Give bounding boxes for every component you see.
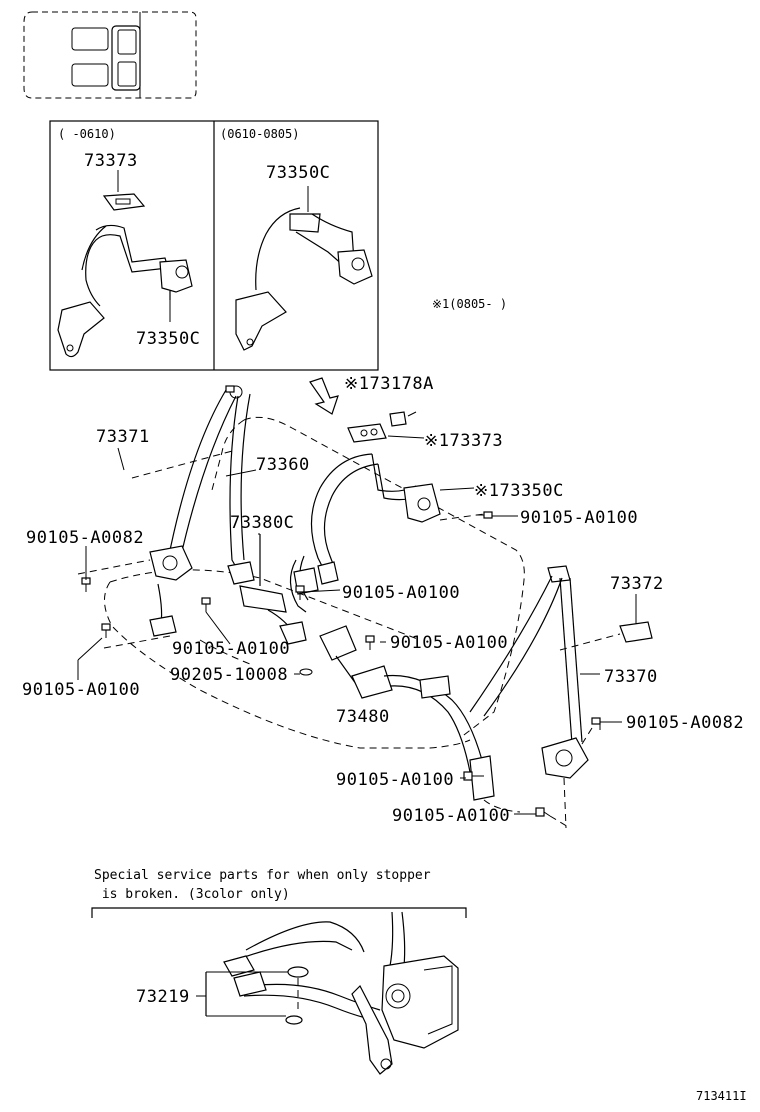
inset-box <box>49 120 379 371</box>
bolt-icon <box>295 585 305 600</box>
part-number-label: 73360 <box>256 455 310 475</box>
washer-icon <box>299 668 313 676</box>
date-range-label: ( -0610) <box>58 127 116 141</box>
part-number-label: 90105-A0100 <box>172 639 290 659</box>
part-number-label: 90205-10008 <box>170 665 288 685</box>
part-number-label: 90105-A0100 <box>392 806 510 826</box>
center-belt-assembly <box>289 555 495 801</box>
part-number-label: 73380C <box>230 513 294 533</box>
figure-id-label: 713411I <box>696 1089 747 1103</box>
part-labels: ( -0610) (0610-0805) 73373 73350C 73350C… <box>22 127 747 1103</box>
seat-outline <box>104 416 525 749</box>
part-number-label: 90105-A0100 <box>342 583 460 603</box>
part-number-label: 73372 <box>610 574 664 594</box>
part-number-label: 90105-A0100 <box>390 633 508 653</box>
part-number-label: 73480 <box>336 707 390 727</box>
bolt-icon <box>201 597 211 612</box>
bolt-icons <box>81 385 601 817</box>
part-number-label: 90105-A0100 <box>22 680 140 700</box>
service-note-line: Special service parts for when only stop… <box>94 868 431 883</box>
part-number-label: 73373 <box>84 151 138 171</box>
bolt-icon <box>365 635 375 650</box>
bolt-icon <box>101 623 111 638</box>
date-range-label: ※1(0805- ) <box>432 297 507 311</box>
part-number-label: ※173373 <box>424 431 503 451</box>
date-range-label: (0610-0805) <box>220 127 299 141</box>
part-number-label: ※173350C <box>474 481 564 501</box>
leader-lines <box>77 170 637 829</box>
center-upper-belt <box>310 453 441 585</box>
part-number-label: 73350C <box>266 163 330 183</box>
bolt-icon <box>225 385 235 393</box>
part-number-label: 90105-A0100 <box>520 508 638 528</box>
left-belt-assembly <box>149 385 307 645</box>
inset-right-belt <box>235 207 373 351</box>
part-number-label: 73350C <box>136 329 200 349</box>
part-number-label: ※173178A <box>344 374 434 394</box>
bolt-icon <box>591 717 601 730</box>
bolt-icon <box>535 807 551 817</box>
detail-box <box>91 907 467 1075</box>
part-number-label: 90105-A0082 <box>626 713 744 733</box>
part-number-label: 73371 <box>96 427 150 447</box>
service-note-line: is broken. (3color only) <box>94 887 290 902</box>
part-number-label: 90105-A0100 <box>336 770 454 790</box>
bolt-icon <box>463 771 484 781</box>
part-number-label: 73370 <box>604 667 658 687</box>
vehicle-locator-icon <box>23 11 197 99</box>
inset-left-belt <box>57 193 193 358</box>
right-belt-assembly <box>469 565 653 779</box>
part-number-label: 73219 <box>136 987 190 1007</box>
bolt-icon <box>81 577 91 592</box>
arrow-icon <box>309 377 339 415</box>
part-number-label: 90105-A0082 <box>26 528 144 548</box>
clip-parts <box>347 411 407 443</box>
